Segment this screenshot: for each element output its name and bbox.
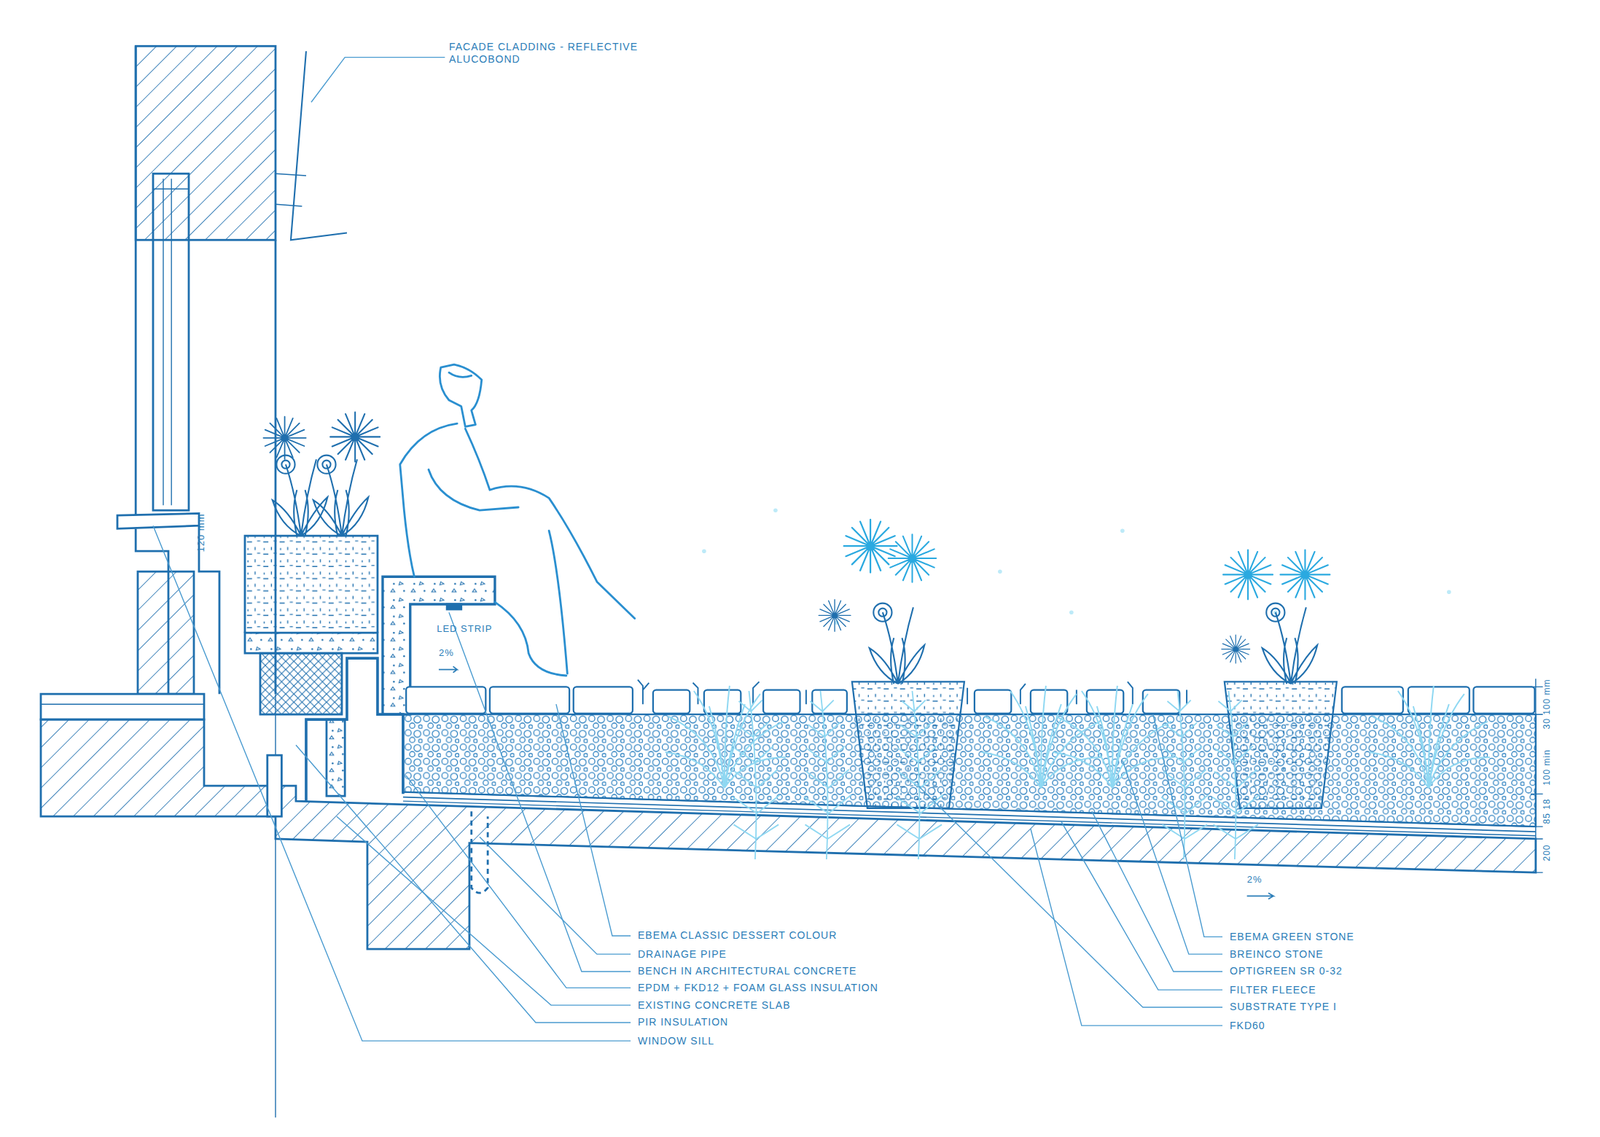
material-label: PIR INSULATION [637,1016,729,1029]
callout-label: FACADE CLADDING - REFLECTIVE ALUCOBOND [449,40,668,66]
dimension-text: 30 100 mm [1541,678,1552,729]
material-label: BENCH IN ARCHITECTURAL CONCRETE [637,965,857,978]
callout-label: LED STRIP [436,623,493,635]
material-label: EBEMA GREEN STONE [1229,930,1355,944]
material-label: EBEMA CLASSIC DESSERT COLOUR [637,929,837,942]
material-label: EPDM + FKD12 + FOAM GLASS INSULATION [637,981,879,995]
dimension-text: 85 18 [1541,798,1552,824]
material-label: FKD60 [1229,1019,1266,1033]
dimension-text: 200 [1541,844,1552,862]
slope-text: 2% [438,647,455,659]
material-label: FILTER FLEECE [1229,984,1317,997]
material-label: WINDOW SILL [637,1035,715,1048]
slope-text: 2% [1247,873,1263,886]
material-label: SUBSTRATE TYPE I [1229,1000,1337,1014]
material-label: OPTIGREEN SR 0-32 [1229,965,1343,978]
material-label: DRAINAGE PIPE [637,948,727,961]
dimension-text: 100 min [1541,749,1552,786]
material-label: EXISTING CONCRETE SLAB [637,999,791,1012]
material-label: BREINCO STONE [1229,948,1324,961]
dimension-text: 120 mm [195,513,208,552]
